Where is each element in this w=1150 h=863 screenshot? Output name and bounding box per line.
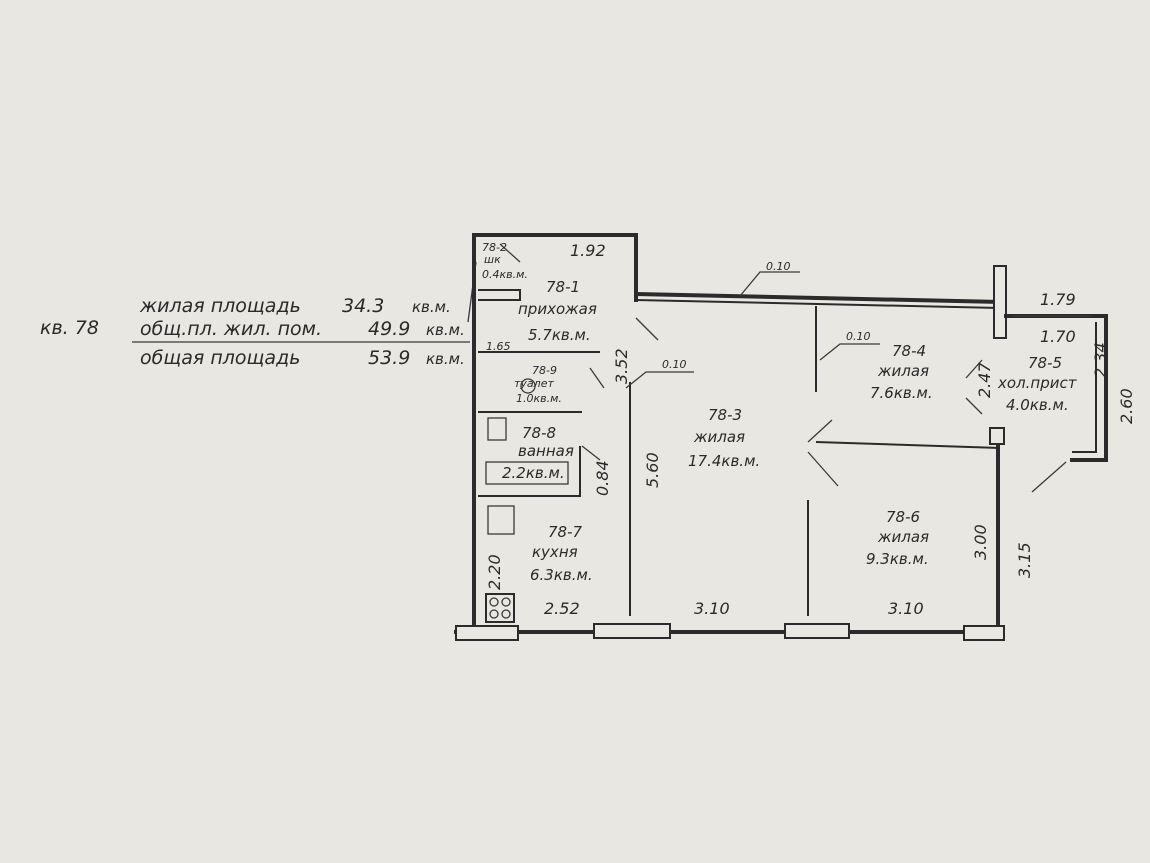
leader-balcony xyxy=(1031,461,1067,493)
room-78-7-name: кухня xyxy=(532,543,578,561)
dim-010-mid: 0.10 xyxy=(846,330,871,343)
dim-220: 2.20 xyxy=(485,554,504,590)
stove-burner-icon xyxy=(489,609,499,619)
summary-living-rooms-unit: кв.м. xyxy=(426,321,465,339)
fixtures xyxy=(485,378,569,623)
dim-170: 1.70 xyxy=(1040,327,1076,346)
room-78-5-area: 4.0кв.м. xyxy=(1006,396,1069,414)
room-78-6-name: жилая xyxy=(877,528,929,546)
room-78-4-name: жилая xyxy=(877,362,929,380)
dim-560: 5.60 xyxy=(643,452,662,488)
wall-top-living-inner xyxy=(635,299,1001,309)
room-78-9-area: 1.0кв.м. xyxy=(516,392,562,405)
stove-burner-icon xyxy=(501,597,511,607)
room-78-1-name: прихожая xyxy=(518,300,597,318)
pillar-mid-right xyxy=(989,427,1005,445)
dim-352: 3.52 xyxy=(612,348,631,384)
room-78-4-area: 7.6кв.м. xyxy=(870,384,933,402)
dimension-labels: 1.92 0.10 0.10 0.10 1.65 3.52 5.60 0.84 … xyxy=(485,241,1136,618)
window-corner xyxy=(963,625,1005,641)
dim-084: 0.84 xyxy=(593,460,612,496)
stove-burner-icon xyxy=(489,597,499,607)
window-bedroom xyxy=(784,623,850,639)
room-78-2-area: 0.4кв.м. xyxy=(482,268,528,281)
area-summary: кв. 78 жилая площадь 34.3 кв.м. общ.пл. … xyxy=(40,261,477,369)
room-78-7-id: 78-7 xyxy=(548,523,582,541)
stove-icon xyxy=(485,593,515,623)
summary-living-rooms-name: общ.пл. жил. пом. xyxy=(140,318,322,340)
summary-living-area-name: жилая площадь xyxy=(139,295,301,317)
door-hall xyxy=(635,317,659,341)
dim-165: 1.65 xyxy=(486,340,511,353)
leader-010-mid xyxy=(819,343,880,361)
window-living xyxy=(593,623,671,639)
toilet-icon xyxy=(520,378,536,394)
wall-top-living xyxy=(633,291,1003,305)
room-78-3-id: 78-3 xyxy=(708,406,742,424)
apartment-label: кв. 78 xyxy=(40,317,99,339)
dim-310-a: 3.10 xyxy=(694,599,730,618)
partition-bedrooms xyxy=(815,441,1001,449)
room-labels: 78-2 шк 0.4кв.м. 78-1 прихожая 5.7кв.м. … xyxy=(482,241,1078,584)
summary-total-area-name: общая площадь xyxy=(140,347,300,369)
room-78-3-area: 17.4кв.м. xyxy=(688,452,760,470)
door-living-bedrooms xyxy=(807,419,839,487)
dim-310-b: 3.10 xyxy=(888,599,924,618)
leader-010-left xyxy=(625,371,694,389)
room-78-5-name: хол.прист xyxy=(997,374,1078,392)
room-78-7-area: 6.3кв.м. xyxy=(530,566,593,584)
room-78-8-id: 78-8 xyxy=(522,424,556,442)
stove-burner-icon xyxy=(501,609,511,619)
wall-top-hall xyxy=(472,233,638,302)
door-wc xyxy=(589,367,605,389)
door-closet xyxy=(499,243,521,263)
door-bath xyxy=(581,445,601,461)
summary-total-area-unit: кв.м. xyxy=(426,350,465,368)
summary-total-area-value: 53.9 xyxy=(368,347,410,369)
summary-living-rooms-value: 49.9 xyxy=(368,318,410,340)
sink-icon xyxy=(487,417,507,441)
walls xyxy=(454,233,1108,641)
bathtub-icon xyxy=(485,461,569,485)
dim-300: 3.00 xyxy=(971,524,990,560)
closet-wall xyxy=(478,289,521,301)
room-78-5-id: 78-5 xyxy=(1028,354,1062,372)
window-kitchen xyxy=(455,625,519,641)
room-78-6-area: 9.3кв.м. xyxy=(866,550,929,568)
room-78-2-id: 78-2 xyxy=(482,241,507,254)
room-78-1-id: 78-1 xyxy=(546,278,580,296)
dim-179: 1.79 xyxy=(1040,290,1076,309)
room-78-4-id: 78-4 xyxy=(892,342,926,360)
door-balcony xyxy=(965,359,983,415)
leader-010-top xyxy=(739,271,800,297)
room-78-1-area: 5.7кв.м. xyxy=(528,326,591,344)
dim-252: 2.52 xyxy=(544,599,580,618)
room-78-8-name: ванная xyxy=(518,442,574,460)
summary-living-area-unit: кв.м. xyxy=(412,298,451,316)
dim-192: 1.92 xyxy=(570,241,606,260)
dim-010-top: 0.10 xyxy=(766,260,791,273)
room-78-8-area: 2.2кв.м. xyxy=(502,464,565,482)
dim-315: 3.15 xyxy=(1015,542,1034,578)
dim-247: 2.47 xyxy=(975,362,994,398)
balcony-inner xyxy=(1072,322,1097,453)
partition-bath-kitchen xyxy=(478,446,581,497)
dim-260: 2.60 xyxy=(1117,388,1136,424)
room-78-3-name: жилая xyxy=(693,428,745,446)
room-78-9-name: туалет xyxy=(514,377,554,390)
dimension-leaders xyxy=(625,271,1092,389)
pillar-top-right xyxy=(993,265,1007,339)
summary-living-area-value: 34.3 xyxy=(342,295,384,317)
room-78-6-id: 78-6 xyxy=(886,508,920,526)
room-78-9-id: 78-9 xyxy=(532,364,557,377)
dim-010-left: 0.10 xyxy=(662,358,687,371)
dim-234: 2.34 xyxy=(1091,342,1110,378)
kitchen-sink-icon xyxy=(487,505,515,535)
room-78-2-name: шк xyxy=(484,253,501,266)
